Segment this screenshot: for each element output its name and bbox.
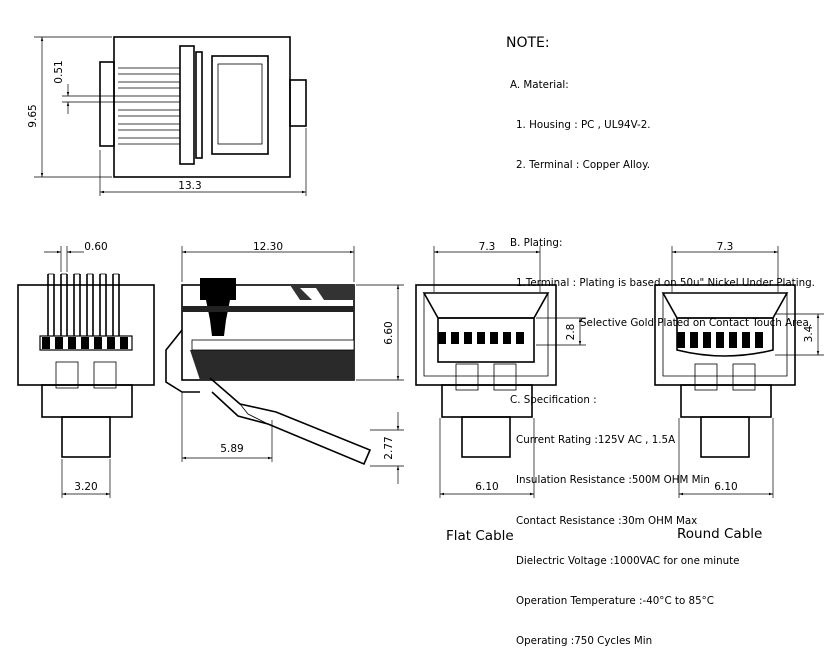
dim-flat-inner: 2.8 — [565, 324, 577, 341]
spec-heading: C. Specification : — [510, 393, 597, 406]
top-view-terminals — [118, 67, 180, 145]
notes-title: NOTE: — [506, 34, 550, 51]
top-view — [34, 36, 307, 196]
spec-line-5: Operation Temperature :-40°C to 85°C — [516, 595, 714, 608]
dim-front-pitch: 0.60 — [84, 241, 107, 253]
dim-top-length: 13.3 — [178, 180, 201, 192]
material-line-2: 2. Terminal : Copper Alloy. — [516, 159, 650, 172]
dim-round-width: 7.3 — [717, 241, 734, 253]
dim-top-height: 9.65 — [27, 104, 39, 127]
round-cable-view — [654, 246, 824, 498]
round-cable-contacts — [677, 332, 763, 348]
dim-top-pitch: 0.51 — [53, 60, 65, 83]
dim-side-length: 12.30 — [253, 241, 283, 253]
dim-round-bottom: 6.10 — [714, 481, 737, 493]
spec-line-6: Operating :750 Cycles Min — [516, 635, 653, 648]
flat-cable-view — [415, 246, 586, 498]
spec-line-2: Insulation Resistance :500M OHM Min — [516, 474, 710, 487]
spec-line-4: Dielectric Voltage :1000VAC for one minu… — [516, 554, 740, 567]
dim-flat-bottom: 6.10 — [475, 481, 498, 493]
plating-line-2: Selective Gold Plated on Contact Touch A… — [580, 316, 813, 329]
front-view — [17, 246, 155, 498]
dim-round-inner: 3.4 — [803, 325, 815, 342]
notes-block: NOTE: A. Material: 1. Housing : PC , UL9… — [506, 10, 815, 662]
dim-flat-width: 7.3 — [479, 241, 496, 253]
front-view-pins — [47, 273, 120, 336]
plating-heading: B. Plating: — [510, 236, 563, 249]
side-view — [165, 246, 404, 484]
dim-front-bottom: 3.20 — [74, 481, 97, 493]
material-line-1: 1. Housing : PC , UL94V-2. — [516, 119, 651, 132]
front-view-blocks — [42, 337, 128, 349]
dim-side-latch: 5.89 — [220, 443, 243, 455]
caption-round-cable: Round Cable — [677, 526, 763, 542]
dim-side-latch-h: 2.77 — [383, 436, 395, 459]
plating-line-1: 1.Terminal : Plating is based on 50u" Ni… — [516, 276, 815, 289]
connector-drawing: 9.65 0.51 13.3 — [17, 36, 824, 498]
spec-line-3: Contact Resistance :30m OHM Max — [516, 514, 698, 527]
dim-side-height: 6.60 — [383, 321, 395, 344]
flat-cable-contacts — [438, 332, 524, 344]
material-heading: A. Material: — [510, 79, 569, 92]
spec-line-1: Current Rating :125V AC , 1.5A — [516, 434, 676, 447]
caption-flat-cable: Flat Cable — [446, 528, 514, 544]
